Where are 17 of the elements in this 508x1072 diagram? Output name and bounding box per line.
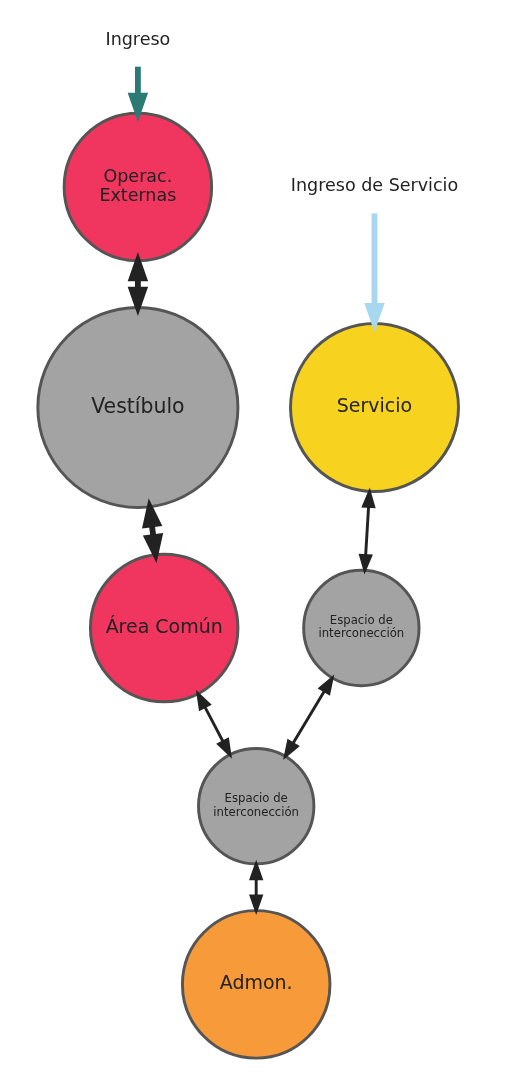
node-text: Ingreso	[105, 28, 171, 49]
node-text: Ingreso de Servicio	[290, 175, 459, 196]
arrow	[127, 66, 149, 122]
arrow	[142, 498, 164, 564]
node-circle: Admon.	[180, 909, 332, 1060]
arrow	[249, 859, 264, 915]
node-circle: Espacio de interconección	[302, 568, 421, 688]
arrow	[127, 252, 149, 316]
arrow	[195, 689, 232, 759]
node-circle: Área Común	[88, 552, 240, 704]
node-circle: Vestíbulo	[36, 305, 240, 509]
arrow	[283, 674, 335, 760]
arrow	[364, 213, 385, 333]
node-circle: Operac. Externas	[62, 111, 214, 263]
node-circle: Servicio	[289, 322, 460, 493]
node-circle: Espacio de interconección	[197, 747, 316, 866]
arrow	[358, 487, 376, 575]
